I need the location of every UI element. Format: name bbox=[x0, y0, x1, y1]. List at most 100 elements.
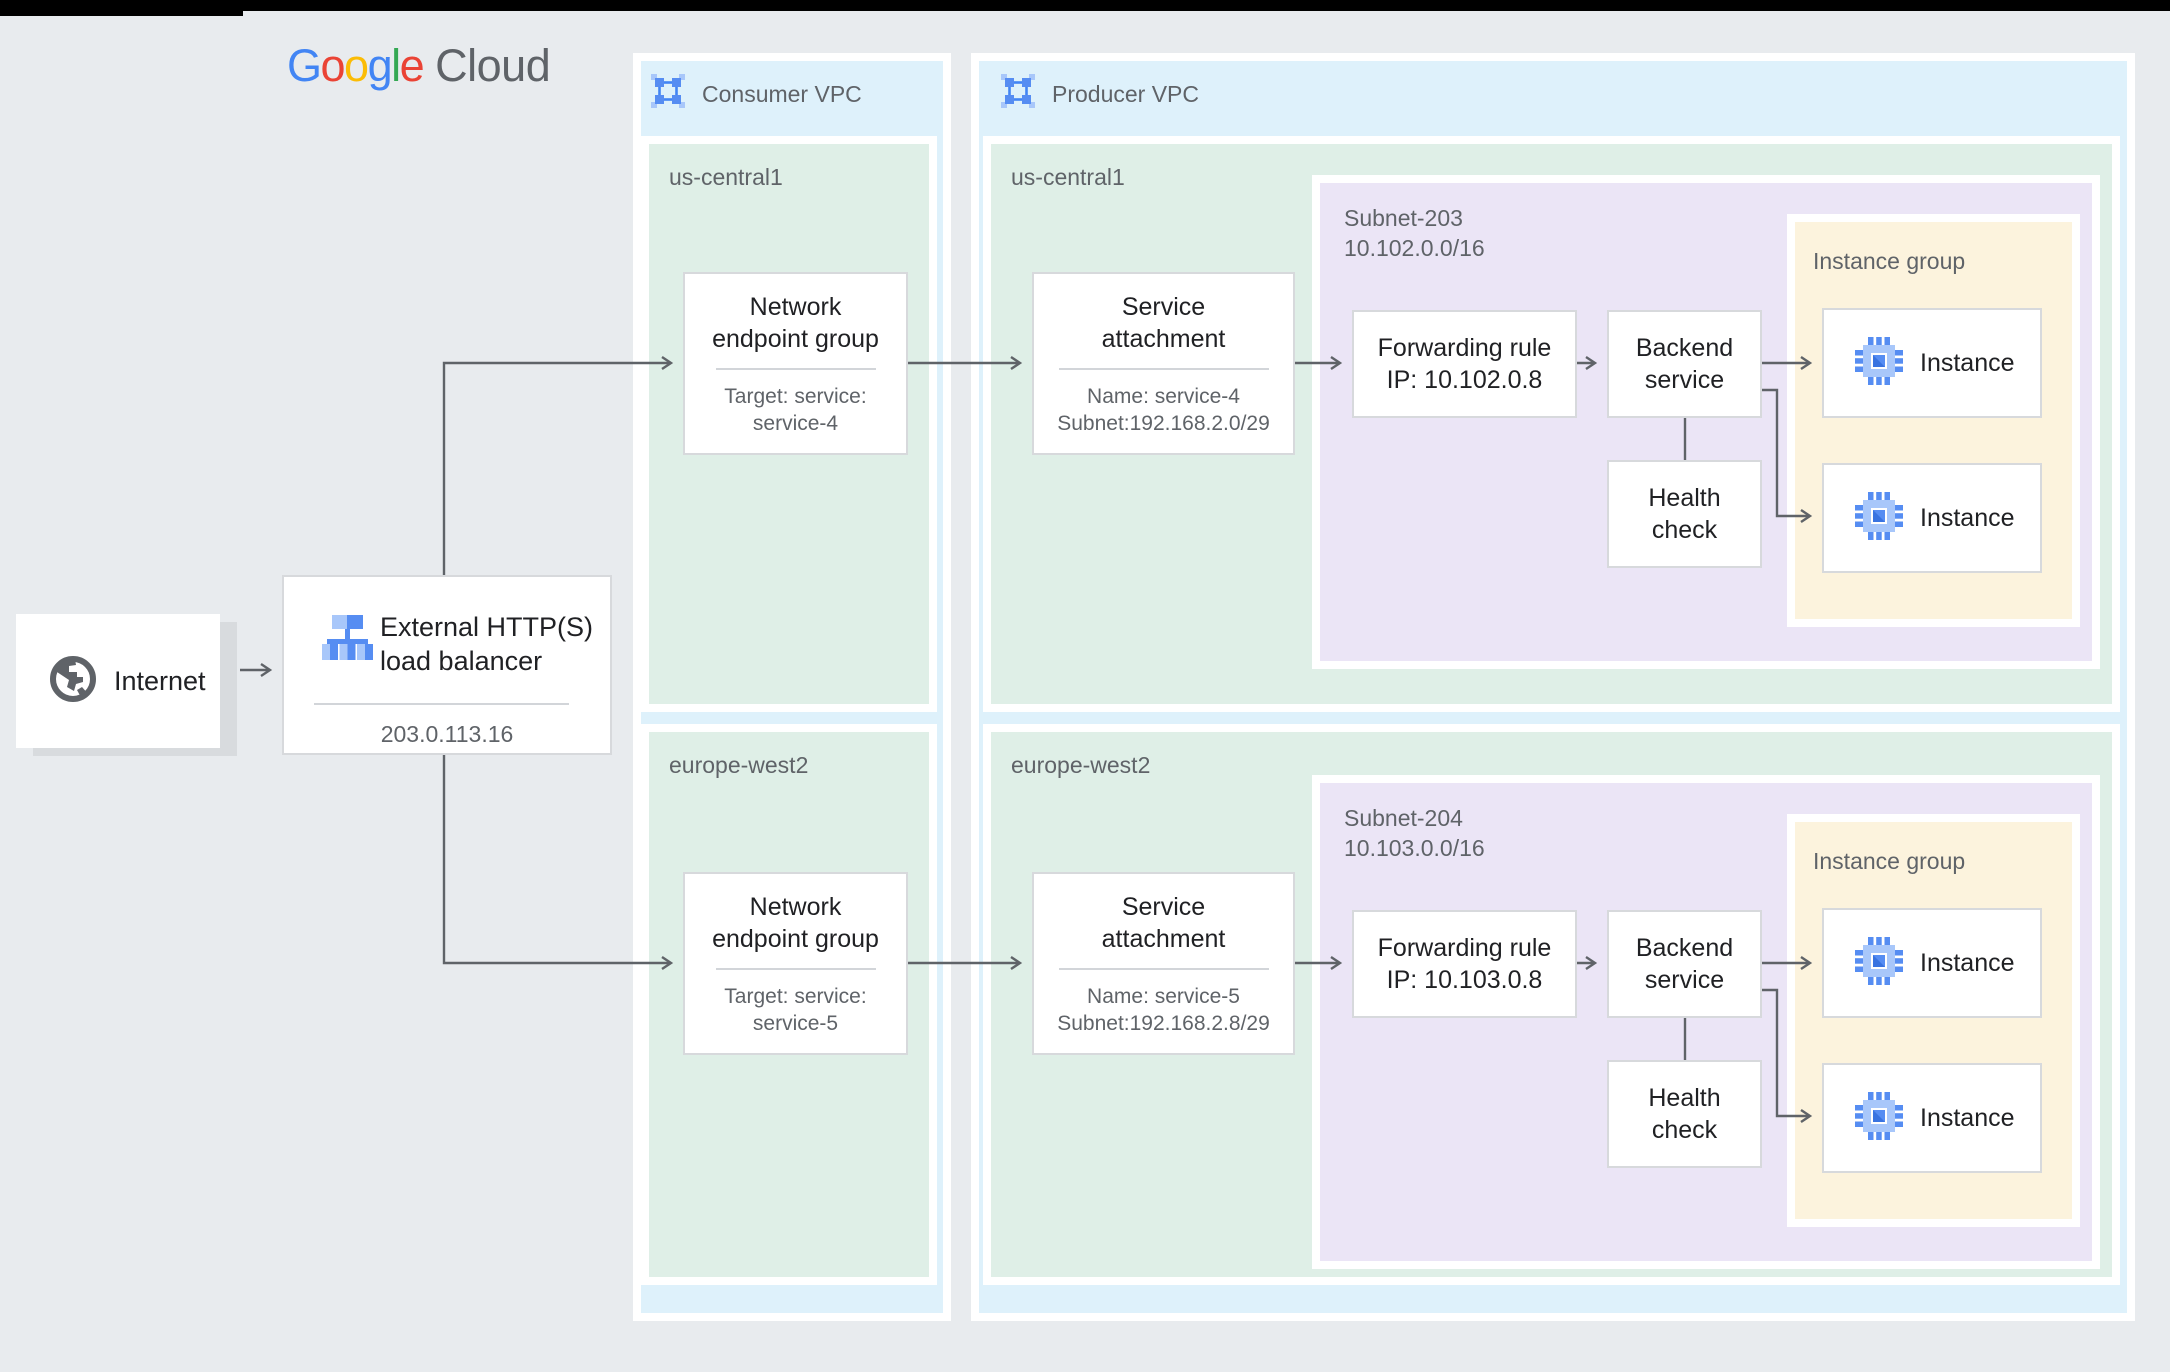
health-check-text: check bbox=[1651, 1116, 1718, 1144]
instance-card: Instance bbox=[1822, 1063, 2042, 1173]
instance-group-box: Instance group bbox=[1787, 214, 2080, 627]
neg-title: Network bbox=[749, 292, 842, 321]
subnet-203-box: Subnet-203 10.102.0.0/16 Forwarding rule… bbox=[1312, 175, 2100, 669]
vpc-icon bbox=[651, 74, 685, 114]
neg-title: Network bbox=[749, 892, 842, 921]
subnet-name: Subnet-203 bbox=[1344, 205, 1463, 231]
instance-label: Instance bbox=[1920, 1103, 2015, 1132]
service-attachment-card: Service attachment Name: service-4 Subne… bbox=[1032, 272, 1295, 455]
neg-target: service-5 bbox=[752, 1011, 839, 1035]
producer-vpc-panel: Producer VPC us-central1 Service attachm… bbox=[971, 53, 2135, 1321]
subnet-label: Subnet-203 10.102.0.0/16 bbox=[1344, 203, 1485, 263]
instance-group-label: Instance group bbox=[1813, 248, 1966, 274]
backend-service-text: Backend bbox=[1635, 334, 1734, 362]
logo-letter: e bbox=[399, 40, 425, 91]
neg-title: endpoint group bbox=[712, 324, 879, 353]
instance-label: Instance bbox=[1920, 948, 2015, 977]
service-attachment-detail: Name: service-5 bbox=[1087, 984, 1240, 1008]
load-balancer-card: External HTTP(S) load balancer 203.0.113… bbox=[282, 575, 612, 755]
backend-service-text: service bbox=[1644, 366, 1725, 394]
service-attachment-detail: Subnet:192.168.2.0/29 bbox=[1057, 411, 1270, 435]
card-divider bbox=[314, 703, 569, 705]
internet-label: Internet bbox=[114, 665, 206, 696]
backend-service-card: Backend service bbox=[1607, 310, 1762, 418]
forwarding-rule-ip: IP: 10.102.0.8 bbox=[1386, 366, 1543, 394]
top-black-bar bbox=[0, 0, 2170, 11]
health-check-text: Health bbox=[1648, 484, 1721, 512]
card-divider bbox=[1058, 367, 1269, 370]
subnet-cidr: 10.102.0.0/16 bbox=[1344, 235, 1485, 261]
service-attachment-title: attachment bbox=[1101, 924, 1226, 953]
health-check-card: Health check bbox=[1607, 460, 1762, 568]
neg-title: endpoint group bbox=[712, 924, 879, 953]
subnet-cidr: 10.103.0.0/16 bbox=[1344, 835, 1485, 861]
region-label: us-central1 bbox=[1011, 164, 1125, 190]
consumer-vpc-label: Consumer VPC bbox=[702, 80, 862, 107]
service-attachment-title: attachment bbox=[1101, 324, 1226, 353]
card-divider bbox=[715, 367, 876, 370]
forwarding-rule-text: Forwarding rule bbox=[1377, 334, 1552, 362]
subnet-name: Subnet-204 bbox=[1344, 805, 1463, 831]
health-check-text: check bbox=[1651, 516, 1718, 544]
load-balancer-title-line: External HTTP(S) bbox=[380, 612, 594, 642]
neg-target: service-4 bbox=[752, 411, 839, 435]
region-producer-europe-west2: europe-west2 Service attachment Name: se… bbox=[983, 724, 2120, 1285]
service-attachment-card: Service attachment Name: service-5 Subne… bbox=[1032, 872, 1295, 1055]
region-label: us-central1 bbox=[669, 164, 783, 190]
compute-instance-icon bbox=[1853, 1090, 1905, 1147]
load-balancer-icon bbox=[320, 613, 374, 670]
instance-card: Instance bbox=[1822, 908, 2042, 1018]
vpc-icon bbox=[1001, 74, 1035, 114]
logo-cloud-text: Cloud bbox=[435, 40, 551, 91]
service-attachment-detail: Name: service-4 bbox=[1087, 384, 1240, 408]
network-endpoint-group-card: Network endpoint group Target: service: … bbox=[683, 872, 908, 1055]
instance-label: Instance bbox=[1920, 503, 2015, 532]
instance-card: Instance bbox=[1822, 463, 2042, 573]
backend-service-text: service bbox=[1644, 966, 1725, 994]
region-producer-us-central1: us-central1 Service attachment Name: ser… bbox=[983, 136, 2120, 712]
compute-instance-icon bbox=[1853, 335, 1905, 392]
internet-card: Internet bbox=[16, 614, 220, 748]
region-consumer-europe-west2: europe-west2 Network endpoint group Targ… bbox=[641, 724, 937, 1285]
forwarding-rule-text: Forwarding rule bbox=[1377, 934, 1552, 962]
instance-group-label: Instance group bbox=[1813, 848, 1966, 874]
producer-vpc-header: Producer VPC bbox=[1001, 74, 1199, 114]
subnet-204-box: Subnet-204 10.103.0.0/16 Forwarding rule… bbox=[1312, 775, 2100, 1269]
region-label: europe-west2 bbox=[669, 752, 809, 778]
service-attachment-detail: Subnet:192.168.2.8/29 bbox=[1057, 1011, 1270, 1035]
instance-card: Instance bbox=[1822, 308, 2042, 418]
load-balancer-title: External HTTP(S) load balancer bbox=[380, 610, 593, 678]
compute-instance-icon bbox=[1853, 935, 1905, 992]
card-divider bbox=[715, 967, 876, 970]
service-attachment-title: Service bbox=[1121, 892, 1206, 921]
forwarding-rule-card: Forwarding rule IP: 10.102.0.8 bbox=[1352, 310, 1577, 418]
service-attachment-title: Service bbox=[1121, 292, 1206, 321]
globe-icon bbox=[49, 655, 97, 708]
card-divider bbox=[1058, 967, 1269, 970]
logo-letter: g bbox=[367, 40, 393, 91]
logo-letter: l bbox=[391, 40, 401, 91]
health-check-card: Health check bbox=[1607, 1060, 1762, 1168]
forwarding-rule-ip: IP: 10.103.0.8 bbox=[1386, 966, 1543, 994]
subnet-label: Subnet-204 10.103.0.0/16 bbox=[1344, 803, 1485, 863]
load-balancer-ip: 203.0.113.16 bbox=[380, 721, 514, 747]
load-balancer-title-line: load balancer bbox=[380, 646, 543, 676]
instance-label: Instance bbox=[1920, 348, 2015, 377]
neg-target: Target: service: bbox=[724, 384, 867, 408]
region-consumer-us-central1: us-central1 Network endpoint group Targe… bbox=[641, 136, 937, 712]
logo-letter: o bbox=[344, 40, 369, 91]
instance-group-box: Instance group bbox=[1787, 814, 2080, 1227]
logo-letter: o bbox=[320, 40, 346, 91]
logo-letter: G bbox=[287, 40, 322, 91]
backend-service-text: Backend bbox=[1635, 934, 1734, 962]
neg-target: Target: service: bbox=[724, 984, 867, 1008]
region-label: europe-west2 bbox=[1011, 752, 1151, 778]
top-black-bar-left bbox=[0, 0, 243, 16]
health-check-text: Health bbox=[1648, 1084, 1721, 1112]
producer-vpc-label: Producer VPC bbox=[1052, 80, 1200, 107]
forwarding-rule-card: Forwarding rule IP: 10.103.0.8 bbox=[1352, 910, 1577, 1018]
network-endpoint-group-card: Network endpoint group Target: service: … bbox=[683, 272, 908, 455]
compute-instance-icon bbox=[1853, 490, 1905, 547]
